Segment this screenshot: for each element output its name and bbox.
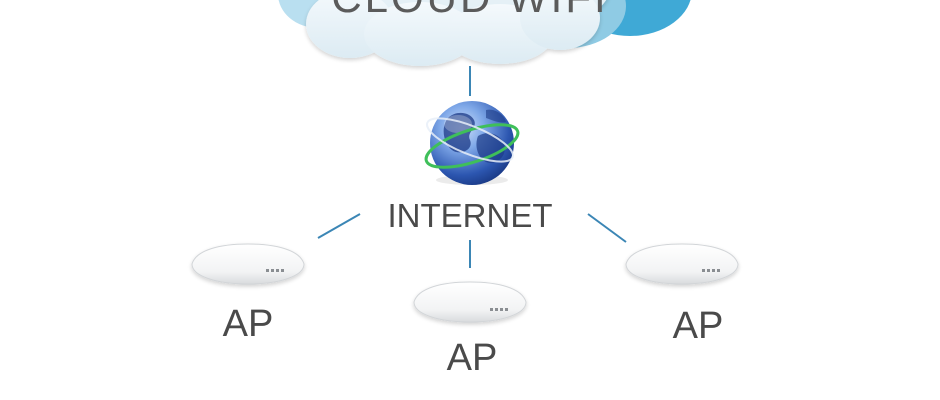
- access-point-right: AP: [625, 243, 739, 347]
- access-point-center: AP: [413, 281, 527, 379]
- globe-icon: [424, 101, 520, 185]
- cloud-label: CLOUD WIFI: [331, 0, 608, 21]
- internet-label: INTERNET: [388, 197, 553, 234]
- cloud-front: [306, 0, 607, 66]
- internet-ap-right-connector: [587, 213, 627, 243]
- ap-label-right: AP: [673, 305, 724, 347]
- access-point-icon: [625, 243, 739, 285]
- internet-ap-left-connector: [317, 213, 361, 239]
- access-point-left: AP: [191, 243, 305, 345]
- ap-label-left: AP: [223, 303, 274, 345]
- access-point-icon: [191, 243, 305, 285]
- ap-label-center: AP: [447, 337, 498, 379]
- access-point-icon: [413, 281, 527, 323]
- cloud-icon: CLOUD WIFI: [278, 0, 691, 66]
